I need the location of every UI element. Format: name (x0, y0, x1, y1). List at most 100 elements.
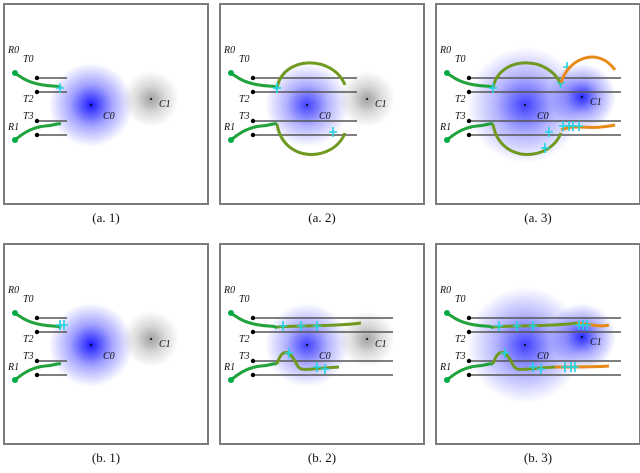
robot1-start (228, 377, 234, 383)
detour-bottom-2 (560, 123, 616, 132)
trajectory-start-dot (466, 132, 472, 138)
label-traj3: T3 (23, 351, 34, 362)
panel-caption: (b. 1) (91, 450, 121, 465)
label-traj2: T2 (23, 334, 34, 345)
cloud-c1-center (150, 338, 152, 340)
collision-cross-mark (529, 321, 537, 331)
cloud-c1-center (581, 336, 583, 338)
collision-cross-mark (313, 321, 321, 331)
label-cloud1: C1 (159, 99, 171, 110)
cloud-c0-center (90, 104, 92, 106)
robot1-start (228, 137, 234, 143)
collision-cross-mark (285, 348, 293, 358)
collision-cross-mark (329, 127, 337, 137)
label-traj3: T3 (239, 111, 250, 122)
robot1-path (14, 122, 62, 142)
label-cloud1: C1 (375, 99, 387, 110)
robot0-start (444, 70, 450, 76)
robot1-path (14, 362, 62, 382)
collision-cross-mark (321, 364, 329, 374)
label-traj0: T0 (23, 54, 34, 65)
collision-cross-mark (56, 83, 64, 93)
label-cloud0: C0 (537, 111, 549, 122)
robot1-path (446, 122, 494, 142)
trajectory-start-dot (250, 372, 256, 378)
collision-cross-mark (501, 348, 509, 358)
collision-cross-mark (545, 127, 553, 137)
trajectory-start-dot (250, 358, 256, 364)
label-traj2: T2 (239, 334, 250, 345)
cloud-c1-center (150, 98, 152, 100)
trajectory-start-dot (466, 329, 472, 335)
label-traj2: T2 (239, 94, 250, 105)
label-robot0: R0 (7, 45, 19, 56)
panel-caption: (a. 3) (524, 210, 552, 225)
trajectory-start-dot (250, 329, 256, 335)
robot0-path (230, 311, 278, 330)
trajectory-start-dot (34, 89, 40, 95)
trajectory-start-dot (34, 315, 40, 321)
collision-cross-mark (273, 83, 281, 93)
cloud-c0-center (306, 104, 308, 106)
label-robot1: R1 (223, 122, 235, 133)
collision-cross-mark (537, 364, 545, 374)
collision-cross-mark (513, 321, 521, 331)
trajectory-start-dot (250, 315, 256, 321)
collision-cross-mark (583, 320, 591, 330)
cloud-c1-center (366, 338, 368, 340)
collision-cross-mark (495, 321, 503, 331)
detour-bottom (491, 123, 563, 156)
robot0-start (12, 70, 18, 76)
collision-cross-mark (60, 320, 68, 330)
robot1-start (12, 137, 18, 143)
collision-cross-mark (279, 321, 287, 331)
label-cloud0: C0 (103, 111, 115, 122)
trajectory-start-dot (34, 358, 40, 364)
collision-cross-mark (575, 121, 583, 131)
detour-bottom (275, 351, 340, 371)
trajectory-start-dot (466, 372, 472, 378)
label-traj2: T2 (455, 94, 466, 105)
robot0-start (228, 70, 234, 76)
robot0-path (446, 71, 494, 90)
trajectory-start-dot (250, 132, 256, 138)
collision-cross-mark (529, 362, 537, 372)
trajectory-start-dot (34, 118, 40, 124)
robot0-path (14, 71, 62, 90)
detour-bottom (491, 351, 556, 371)
collision-cross-mark (489, 83, 497, 93)
collision-cross-mark (313, 362, 321, 372)
trajectory-start-dot (466, 89, 472, 95)
robot0-path (446, 311, 494, 330)
cloud-c0-center (90, 344, 92, 346)
label-traj3: T3 (239, 351, 250, 362)
label-robot0: R0 (223, 285, 235, 296)
label-traj3: T3 (455, 351, 466, 362)
detour-bottom (275, 123, 347, 156)
collision-cross-mark (541, 143, 549, 153)
trajectory-start-dot (34, 75, 40, 81)
label-traj0: T0 (23, 294, 34, 305)
robot0-start (444, 310, 450, 316)
label-traj3: T3 (455, 111, 466, 122)
robot0-start (12, 310, 18, 316)
robot1-start (444, 137, 450, 143)
detour-bottom-2 (554, 364, 610, 369)
cloud-c1-center (581, 96, 583, 98)
label-traj3: T3 (23, 111, 34, 122)
collision-cross-mark (571, 362, 579, 372)
trajectory-start-dot (250, 75, 256, 81)
cloud-c0-center (524, 104, 526, 106)
robot0-start (228, 310, 234, 316)
